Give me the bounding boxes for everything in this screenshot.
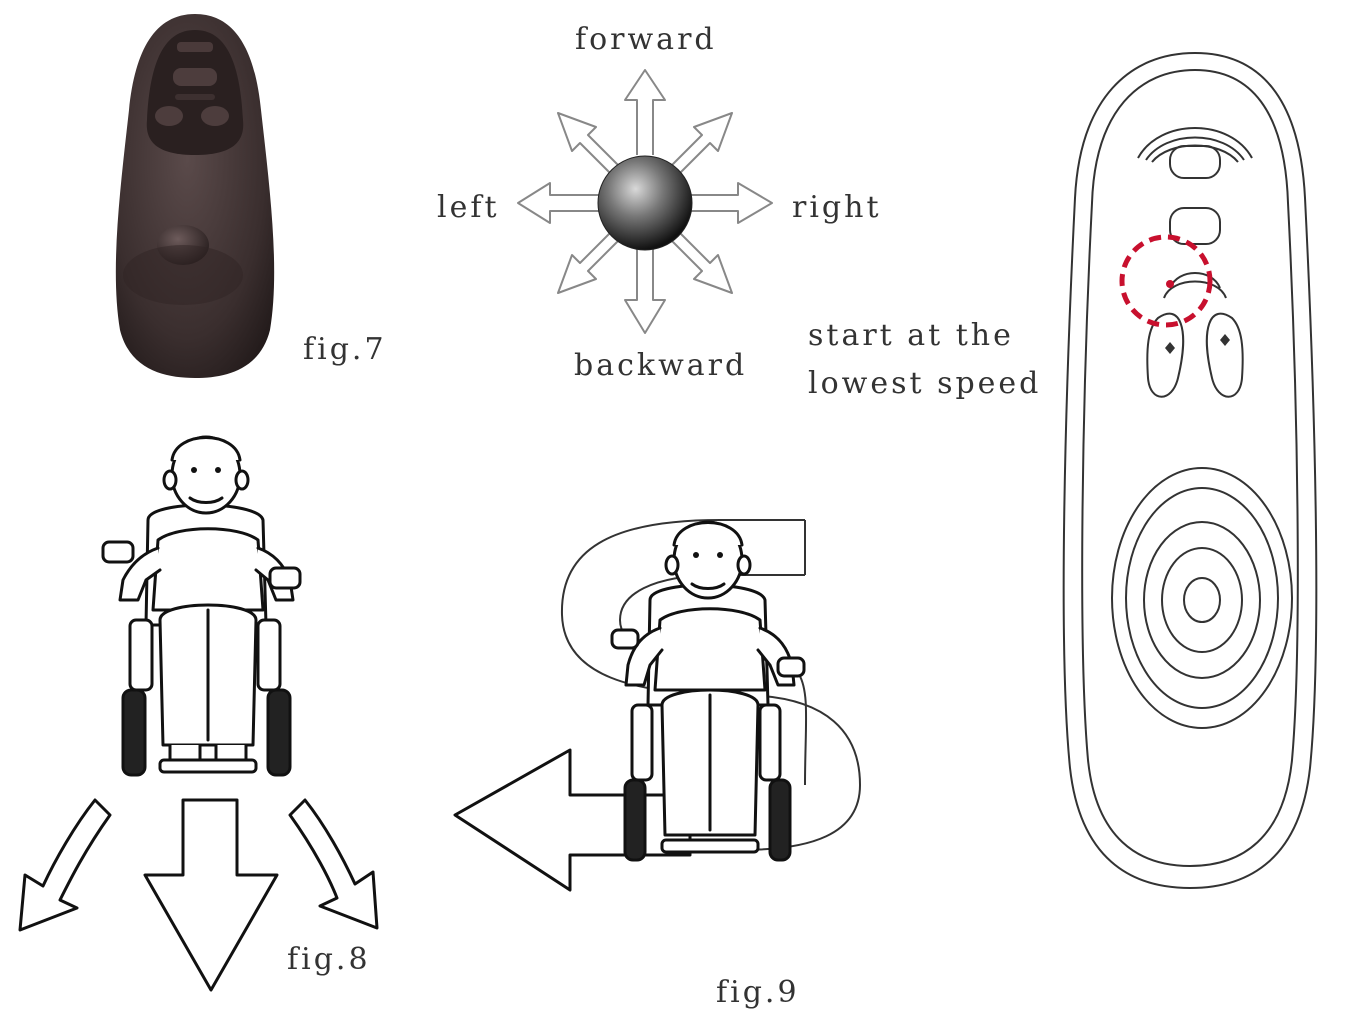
fig7-caption: fig.7 <box>303 332 387 367</box>
fig8-wheelchair-drawing <box>101 435 302 777</box>
fig9-caption: fig.9 <box>716 975 800 1010</box>
fig9-turning-drawing <box>453 519 862 892</box>
joystick-direction-diagram <box>517 69 773 334</box>
fig8-direction-arrows <box>18 798 379 992</box>
direction-label-right: right <box>792 190 882 225</box>
controller-outline-drawing <box>1062 51 1318 890</box>
note-line2: lowest speed <box>808 366 1042 401</box>
direction-label-forward: forward <box>575 22 717 57</box>
direction-label-left: left <box>437 190 500 225</box>
lowest-speed-highlight <box>1119 234 1213 328</box>
note-line1: start at the <box>808 318 1014 353</box>
direction-label-backward: backward <box>574 348 748 383</box>
fig7-controller-photo <box>115 14 275 378</box>
fig8-caption: fig.8 <box>287 942 371 977</box>
